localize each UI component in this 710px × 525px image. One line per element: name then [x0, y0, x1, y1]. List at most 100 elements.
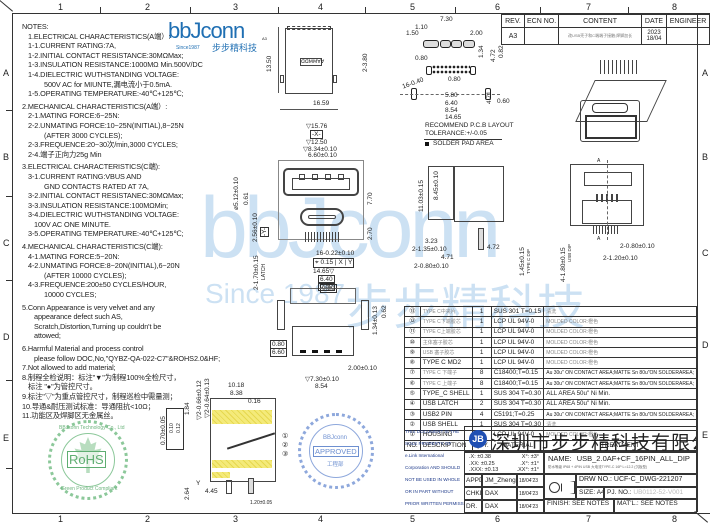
front-view-outline: [278, 160, 364, 240]
note-line: 10.导通&耐压测试标准：导通阻抗<10Ω；: [22, 401, 155, 411]
projection-cone: [561, 481, 575, 494]
bom-no: ③: [404, 408, 421, 421]
rev-header-ecn: ECN NO.: [523, 14, 560, 28]
pcb-pad: [470, 66, 476, 75]
dim-1-84: 1.84: [184, 402, 191, 415]
size-cell: SIZE: A4: [576, 487, 604, 499]
dim-12-50: ▽12.50: [306, 139, 328, 146]
name-label: NAME:: [548, 454, 572, 463]
bom-treatment: Au 30u" ON CONTACT AREA;MATTE Sn 80u"ON …: [543, 378, 697, 390]
centerline: [400, 94, 500, 95]
caption-underline: [424, 139, 502, 140]
dim-5-12: ø5.12±0.10: [233, 177, 240, 210]
zone-row-a-right: A: [702, 68, 709, 78]
dim-2-56: 2.56±0.10: [252, 213, 259, 242]
zone-col-8: 8: [672, 2, 678, 12]
dim-6-40: 6.40: [445, 100, 458, 107]
rev-date-value: 2023 18/04: [641, 27, 667, 45]
inner-frame-right: [697, 13, 698, 512]
drw-no-label: DRW NO.:: [579, 476, 612, 483]
note-line: 7.Not allowed to add material;: [22, 363, 116, 373]
name-cell: NAME: USB_2.0AF+CF_16PIN_ALL_DIP 防水等级 IP…: [544, 452, 697, 474]
dim-2-1-20: 2-1.20±0.10: [603, 255, 638, 262]
note-line: 1-5.OPERATING TEMPERATURE:-40℃+125℃;: [28, 89, 184, 99]
iso-usb-c-port: [592, 103, 628, 113]
revision-table: REV. ECN NO. CONTENT DATE ENGINEER A3 改U…: [501, 14, 710, 45]
zone-col-3-bottom: 3: [233, 514, 239, 524]
zone-col-5-bottom: 5: [410, 514, 416, 524]
bom-treatment: Au 30u" ON CONTACT AREA;MATTE Sn 80u"ON …: [543, 367, 697, 380]
appd-name: JM_Zheng: [482, 474, 517, 487]
bom-no: ⑬: [404, 305, 421, 318]
zone-tick: [6, 280, 12, 281]
notes-block: NOTES: 1.ELECTRICAL CHARACTERISTICS(A端）:…: [22, 22, 277, 421]
solder-pad-legend: SOLDER PAD AREA: [433, 140, 494, 147]
note-line: 100V AC ONE MINUTE.: [34, 219, 111, 229]
dim-line: [278, 27, 279, 93]
material-value: SEE NOTES: [640, 500, 678, 507]
note-line: 4.MECHANICAL CHARACTERISTICS(C端):: [22, 242, 163, 252]
zone-tick: [455, 7, 456, 13]
dim-2-0-80-rear: 2-0.80±0.10: [620, 243, 655, 250]
bom-treatment: MOLDED COLOR:橙色: [543, 357, 697, 369]
bom-material: C18400;T=0.15: [490, 367, 545, 380]
zone-tick: [365, 7, 366, 13]
bom-qty: 1: [471, 388, 492, 400]
rohs-bottom-text: Green Product Compliant: [61, 486, 118, 492]
logo-brand: bbJconn: [168, 18, 245, 43]
dim-0-80-b: 0.80: [448, 76, 461, 83]
usb-dip-label: USB DIP: [567, 243, 572, 262]
rev-header-date: DATE: [641, 14, 667, 28]
zone-row-c-right: C: [702, 248, 709, 258]
top-view-tab-right: [333, 75, 337, 83]
rev-ecn-value: [523, 27, 560, 45]
approved-dept: 工程部: [327, 462, 344, 468]
zone-tick: [6, 380, 12, 381]
note-line: 2-1.MATING FORCE:6~25N:: [28, 111, 120, 121]
approved-stamp: BBJconn APPROVED 工程部: [298, 413, 374, 489]
disclaimer-line: Corporation AND SHOULD: [405, 465, 461, 470]
dim-8-45: 8.45±0.10: [433, 171, 440, 200]
zone-col-4-bottom: 4: [318, 514, 324, 524]
logo-since: Since1987: [176, 45, 200, 51]
bom-no: ④: [404, 398, 421, 410]
note-line: 4-3.FREQUENCE:200±50 CYCLES/HOUR,: [28, 280, 167, 290]
zone-col-8-bottom: 8: [672, 514, 678, 524]
pcb-pad: [451, 40, 462, 48]
bom-material: LCP UL 94V-0: [490, 316, 545, 328]
size-value: A4: [596, 489, 604, 496]
dr-date: 18/04'23: [517, 500, 544, 513]
dim-4-1-80: 4-1.80±0.15: [560, 247, 567, 282]
rev-content-value: 改USB壳子和C端端子接触;焊脚加长: [558, 27, 643, 45]
dim-16-59: 16.59: [313, 100, 330, 107]
note-line: 4-2.UNMATING FORCE:8~20N(INITIAL),6~20N: [28, 261, 180, 271]
position-tolerance: ⌖ 0.15 | X | Y: [313, 258, 355, 268]
dr-label: DR.: [464, 500, 482, 513]
note-line: 3-5.OPERATING TEMPERATURE:-40℃+125℃;: [28, 229, 184, 239]
note-line: 3.ELECTRICAL CHARACTERISTICS(C端):: [22, 162, 160, 172]
bom-qty: 8: [471, 367, 492, 380]
approved-inner-ring: [309, 424, 363, 478]
note-line: appearance defect such AS,: [34, 312, 123, 322]
rear-view-inner: [584, 172, 632, 186]
appd-date: 18/04'23: [517, 474, 544, 487]
note-line: 10000 CYCLES;: [44, 290, 97, 300]
dim-2-64: 4.45: [205, 488, 218, 495]
dim-16-0-22: 16-0.22±0.10: [316, 250, 355, 257]
name-subtitle: 防水等级 IP68 + 4PIN USB 大电流TYPE-C 16P L=12.…: [548, 465, 648, 469]
pcb-pad: [426, 66, 432, 75]
bom-qty: 2: [471, 398, 492, 410]
bom-material: C5191;T=0.25: [490, 408, 545, 421]
dim-line: [280, 109, 338, 110]
top-view-body: [285, 28, 333, 94]
rear-view-pins-bottom: [593, 226, 619, 234]
bom-material: SUS 304 T=0.30: [490, 398, 545, 410]
datum-x: -X-: [310, 130, 323, 139]
